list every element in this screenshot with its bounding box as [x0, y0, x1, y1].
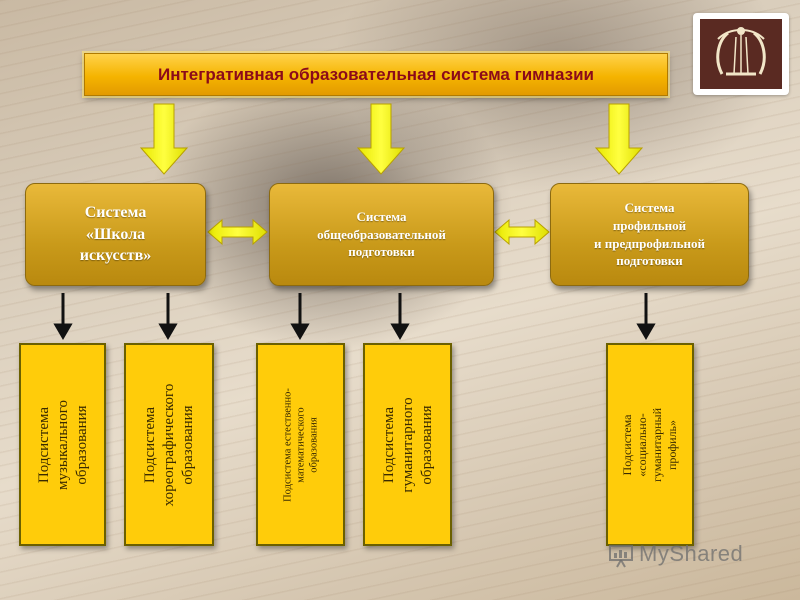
system-school-of-arts: Система «Школа искусств»: [25, 183, 206, 286]
thin-arrow-4-icon: [390, 293, 410, 340]
subsystem-science-math: Подсистема естественно- математического …: [256, 343, 345, 546]
main-title: Интегративная образовательная система ги…: [157, 64, 595, 84]
presentation-board-icon: [609, 545, 633, 568]
subsystem-choreography: Подсистема хореографического образования: [124, 343, 214, 546]
thin-arrow-2-icon: [158, 293, 178, 340]
myshared-watermark: MyShared: [607, 538, 743, 570]
double-arrow-left-icon: [207, 218, 268, 246]
system-profile-training: Система профильной и предпрофильной подг…: [550, 183, 749, 286]
thin-arrow-1-icon: [53, 293, 73, 340]
gymnasium-logo: [693, 13, 789, 95]
lyre-emblem-icon: [716, 27, 766, 76]
thin-arrow-5-icon: [636, 293, 656, 340]
down-arrow-2-icon: [356, 103, 406, 175]
double-arrow-right-icon: [494, 218, 550, 246]
subsystem-music: Подсистема музыкального образования: [19, 343, 106, 546]
main-title-bar: Интегративная образовательная система ги…: [84, 53, 668, 96]
watermark-text: MyShared: [639, 541, 744, 566]
down-arrow-3-icon: [594, 103, 644, 175]
system-general-education: Система общеобразовательной подготовки: [269, 183, 494, 286]
down-arrow-1-icon: [139, 103, 189, 175]
thin-arrow-3-icon: [290, 293, 310, 340]
subsystem-social-humanitarian: Подсистема «социально- гуманитарный проф…: [606, 343, 694, 546]
subsystem-humanities: Подсистема гуманитарного образования: [363, 343, 452, 546]
